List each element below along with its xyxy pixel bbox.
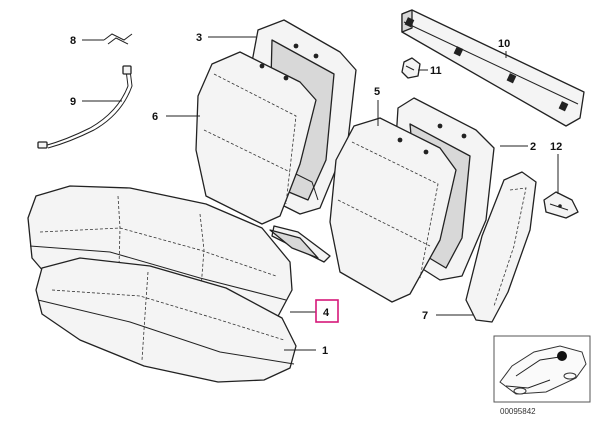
callout-5[interactable]: 5 [374, 86, 380, 98]
callout-9[interactable]: 9 [70, 96, 76, 108]
callout-7[interactable]: 7 [422, 310, 428, 322]
part-9-cable[interactable] [37, 65, 133, 149]
callout-1[interactable]: 1 [322, 345, 328, 357]
part-1-seat-frame[interactable] [35, 257, 297, 383]
callout-10[interactable]: 10 [498, 38, 510, 50]
leader-lines [82, 36, 559, 351]
part-7-side-bolster[interactable] [465, 171, 537, 323]
callout-2[interactable]: 2 [530, 141, 536, 153]
part-2-right-backrest-cushion[interactable] [329, 117, 457, 303]
part-6-left-backrest-cushion[interactable] [195, 51, 317, 225]
callout-3[interactable]: 3 [196, 32, 202, 44]
callout-4-highlight-box [315, 299, 339, 323]
document-id: 00095842 [500, 407, 536, 416]
callout-12[interactable]: 12 [550, 141, 562, 153]
callout-11[interactable]: 11 [430, 65, 442, 77]
armrest-flap[interactable] [269, 225, 331, 263]
callout-4[interactable]: 4 [323, 307, 330, 319]
part-12-clip[interactable] [543, 191, 579, 219]
car-locator-inset [493, 335, 591, 403]
callout-8[interactable]: 8 [70, 35, 76, 47]
part-11-clip[interactable] [401, 57, 421, 79]
seat-location-marker [557, 351, 567, 361]
part-10-trim-panel[interactable] [401, 9, 585, 127]
part-8-hook-bracket[interactable] [103, 33, 133, 45]
callout-6[interactable]: 6 [152, 111, 158, 123]
callout-labels: 8 9 3 6 5 2 10 11 12 7 4 1 [70, 32, 562, 357]
